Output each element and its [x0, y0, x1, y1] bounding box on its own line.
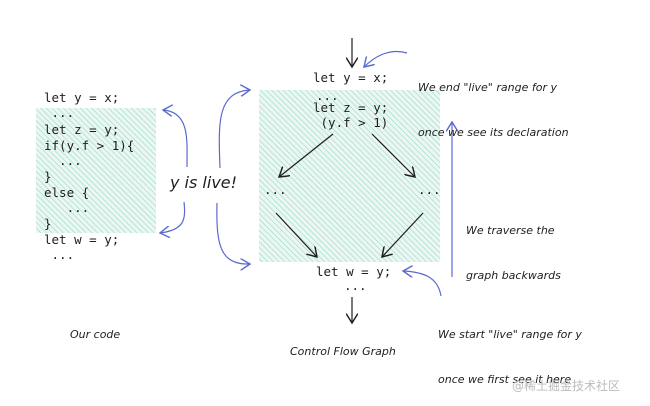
start-range-arrow — [403, 271, 442, 297]
code-line: let y = x; — [44, 90, 120, 105]
end-range-arrow — [364, 50, 408, 67]
cfg-exit: ... — [344, 278, 367, 293]
branch-right-arrow — [371, 133, 415, 177]
live-label: y is live! — [170, 173, 238, 192]
note-line: once we see its declaration — [418, 126, 569, 139]
code-line: else { — [44, 185, 90, 200]
cfg-top-node: let y = x; — [313, 70, 389, 85]
bracket-arrow-up-left — [163, 110, 188, 168]
code-line: ... — [44, 200, 90, 215]
bracket-arrow-up-right — [218, 90, 250, 169]
code-line: if(y.f > 1){ — [44, 138, 135, 153]
branch-left-arrow — [279, 133, 334, 177]
note-line: once we first see it here — [438, 373, 572, 386]
cfg-caption: Control Flow Graph — [290, 345, 396, 358]
code-line: ... — [44, 247, 75, 262]
note-line: graph backwards — [466, 269, 561, 282]
code-line: let z = y; — [44, 122, 120, 137]
watermark: @稀土掘金技术社区 — [512, 379, 621, 393]
cfg-entry-line: (y.f > 1) — [313, 115, 389, 130]
cfg-join-node: let w = y; — [316, 264, 392, 279]
code-line: } — [44, 216, 52, 231]
join-left-arrow — [275, 212, 317, 257]
start-range-note: We start "live" range for y once we firs… — [438, 297, 582, 406]
traverse-note: We traverse the graph backwards — [466, 193, 561, 313]
cfg-right-branch: ... — [418, 182, 441, 197]
code-line: ... — [44, 105, 75, 120]
code-line: let w = y; — [44, 232, 120, 247]
cfg-left-branch: ... — [264, 182, 287, 197]
code-line: } — [44, 169, 52, 184]
note-line: We end "live" range for y — [418, 81, 557, 94]
bracket-arrow-down-right — [216, 202, 250, 264]
note-line: We traverse the — [466, 224, 555, 237]
end-range-note: We end "live" range for y once we see it… — [418, 50, 569, 170]
join-right-arrow — [382, 212, 424, 257]
note-line: We start "live" range for y — [438, 328, 582, 341]
bracket-arrow-down-left — [160, 201, 186, 233]
cfg-entry-line: let z = y; — [313, 100, 389, 115]
code-caption: Our code — [70, 328, 121, 341]
cfg-entry-line: ... — [316, 88, 339, 103]
code-line: ... — [44, 153, 82, 168]
